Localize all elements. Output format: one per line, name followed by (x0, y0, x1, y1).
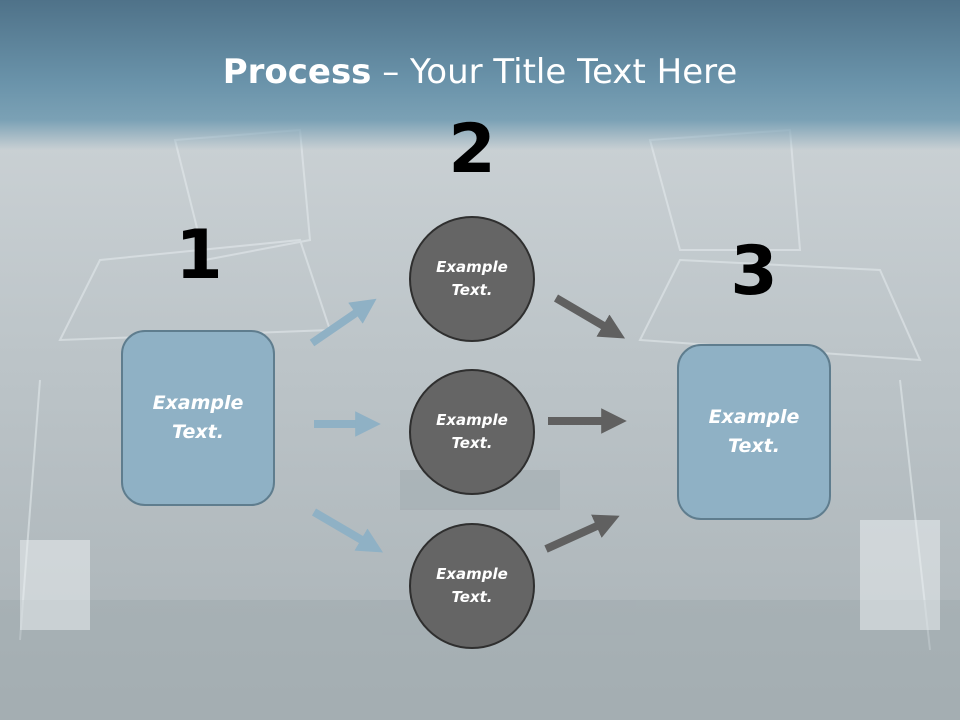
arrow-1-to-2a (309, 298, 377, 347)
title-bold: Process (222, 52, 372, 92)
step-1-label: Example Text. (152, 392, 244, 443)
title-rest: – Your Title Text Here (371, 52, 738, 92)
circle-middle-label: Example Text. (436, 411, 508, 452)
arrow-2c-to-3 (544, 514, 620, 553)
title-bar (0, 0, 960, 150)
step-number-1: 1 (175, 216, 223, 295)
step-number-3: 3 (730, 232, 778, 311)
arrow-2a-to-3 (553, 294, 626, 339)
step-2-circle-top[interactable]: Example Text. (409, 216, 535, 342)
step-1-box[interactable]: Example Text. (121, 330, 275, 506)
page-title: Process – Your Title Text Here (0, 52, 960, 92)
step-3-box[interactable]: Example Text. (677, 344, 831, 520)
step-2-circle-bottom[interactable]: Example Text. (409, 523, 535, 649)
arrow-1-to-2c (311, 508, 384, 553)
step-number-2: 2 (448, 110, 496, 189)
step-3-label: Example Text. (708, 406, 800, 457)
circle-bottom-label: Example Text. (436, 565, 508, 606)
circle-top-label: Example Text. (436, 258, 508, 299)
step-2-circle-middle[interactable]: Example Text. (409, 369, 535, 495)
